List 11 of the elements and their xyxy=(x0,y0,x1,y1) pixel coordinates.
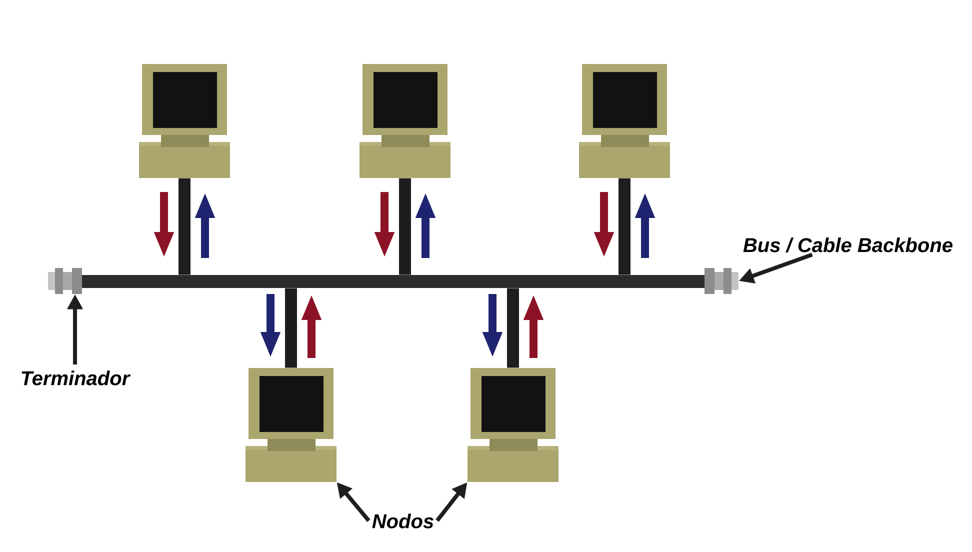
cable-plug-icon xyxy=(48,268,82,294)
backbone-cable xyxy=(82,275,705,288)
computer-icon xyxy=(246,368,336,482)
computer-icon xyxy=(360,64,450,178)
cable-plug-icon xyxy=(704,268,738,294)
computer-icon xyxy=(579,64,670,178)
computer-icon xyxy=(468,368,558,482)
computer-icon xyxy=(139,64,230,178)
callout-label: Nodos xyxy=(372,514,434,528)
callout-label: Terminador xyxy=(22,370,131,386)
callout-label: Bus / Cable Backbone xyxy=(743,238,952,252)
